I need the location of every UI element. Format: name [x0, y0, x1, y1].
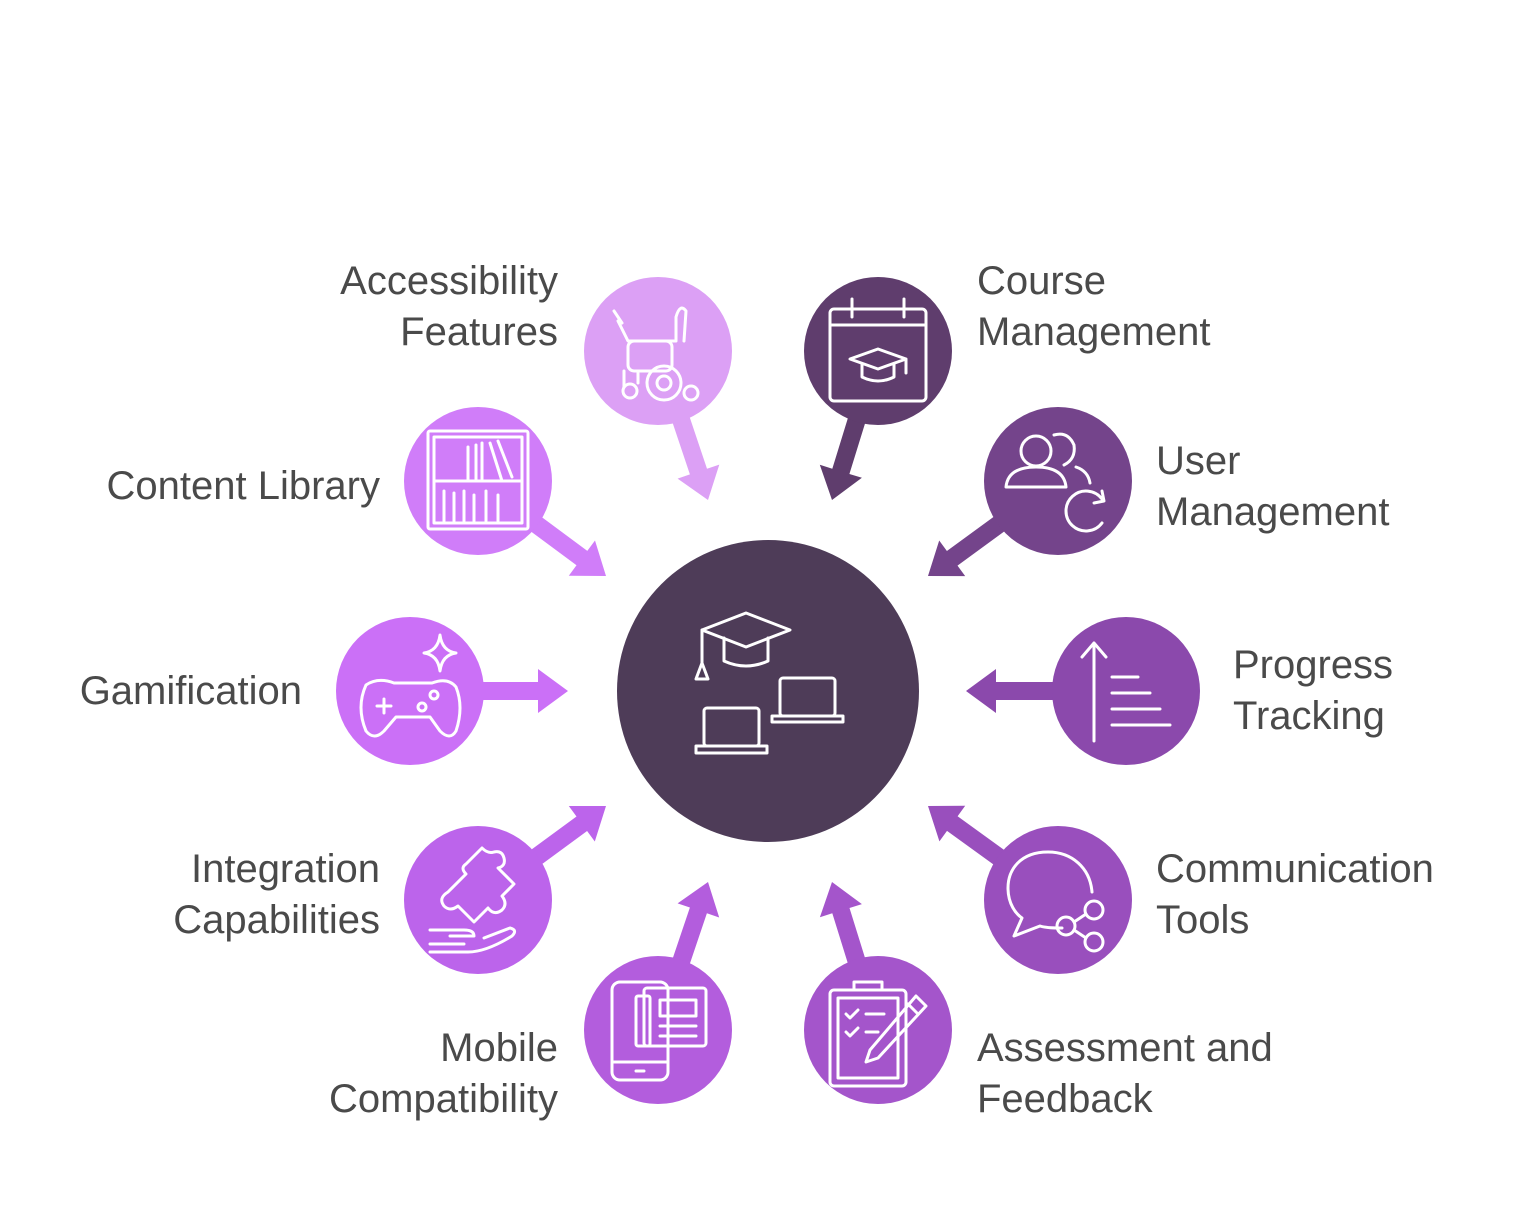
- integration-capabilities-node: [404, 826, 552, 974]
- content-library-label: Content Library: [107, 461, 380, 512]
- assessment-and-feedback-circle: [804, 956, 952, 1104]
- progress-tracking-circle: [1052, 617, 1200, 765]
- wheelchair-icon: [612, 306, 700, 402]
- puzzle-hand-icon: [428, 846, 517, 954]
- clipboard-pencil-icon: [828, 980, 928, 1088]
- course-management-circle: [804, 277, 952, 425]
- gamification-circle: [336, 617, 484, 765]
- progress-tracking-arrow: [966, 669, 1126, 713]
- content-library-node: [404, 407, 552, 555]
- gamification-label: Gamification: [80, 666, 302, 717]
- progress-tracking-label-line: Tracking: [1233, 694, 1385, 738]
- course-management-label-line: Course: [977, 259, 1106, 303]
- hub-circle: [617, 540, 919, 842]
- user-management-node: [984, 407, 1132, 555]
- phone-document-icon: [610, 980, 708, 1082]
- hub-node: [617, 540, 919, 842]
- users-refresh-icon: [1004, 432, 1106, 533]
- course-management-node: [804, 277, 952, 425]
- calendar-graduation-cap-icon: [828, 297, 928, 403]
- progress-tracking-node: [1052, 617, 1200, 765]
- chat-share-icon: [1006, 850, 1105, 953]
- communication-tools-label-line: Tools: [1156, 898, 1250, 942]
- user-management-circle: [984, 407, 1132, 555]
- integration-capabilities-label-line: Integration: [190, 847, 380, 891]
- assessment-and-feedback-node: [804, 956, 952, 1104]
- graduation-cap-laptops-icon: [694, 611, 845, 755]
- accessibility-features-label-line: Features: [400, 310, 558, 354]
- gamification-node: [336, 617, 484, 765]
- mobile-compatibility-label-line: Compatibility: [329, 1077, 558, 1121]
- communication-tools-label-line: Communication: [1156, 847, 1434, 891]
- user-management-label-line: Management: [1156, 490, 1390, 534]
- mobile-compatibility-label-line: Mobile: [440, 1026, 558, 1070]
- content-library-label-line: Content Library: [106, 464, 380, 508]
- progress-list-icon: [1080, 641, 1172, 743]
- integration-capabilities-circle: [404, 826, 552, 974]
- integration-capabilities-label-line: Capabilities: [173, 898, 380, 942]
- gamification-arrow: [410, 669, 568, 713]
- mobile-compatibility-node: [584, 956, 732, 1104]
- mobile-compatibility-circle: [584, 956, 732, 1104]
- gamepad-sparkle-icon: [359, 633, 462, 738]
- user-management-label-line: User: [1156, 439, 1241, 483]
- assessment-and-feedback-label-line: Assessment and: [977, 1026, 1273, 1070]
- assessment-and-feedback-label-line: Feedback: [977, 1077, 1153, 1121]
- bookshelf-icon: [426, 429, 530, 531]
- communication-tools-circle: [984, 826, 1132, 974]
- accessibility-features-node: [584, 277, 732, 425]
- course-management-label-line: Management: [977, 310, 1211, 354]
- communication-tools-node: [984, 826, 1132, 974]
- accessibility-features-label-line: Accessibility: [340, 259, 558, 303]
- gamification-label-line: Gamification: [79, 669, 302, 713]
- progress-tracking-label-line: Progress: [1233, 643, 1394, 687]
- accessibility-features-circle: [584, 277, 732, 425]
